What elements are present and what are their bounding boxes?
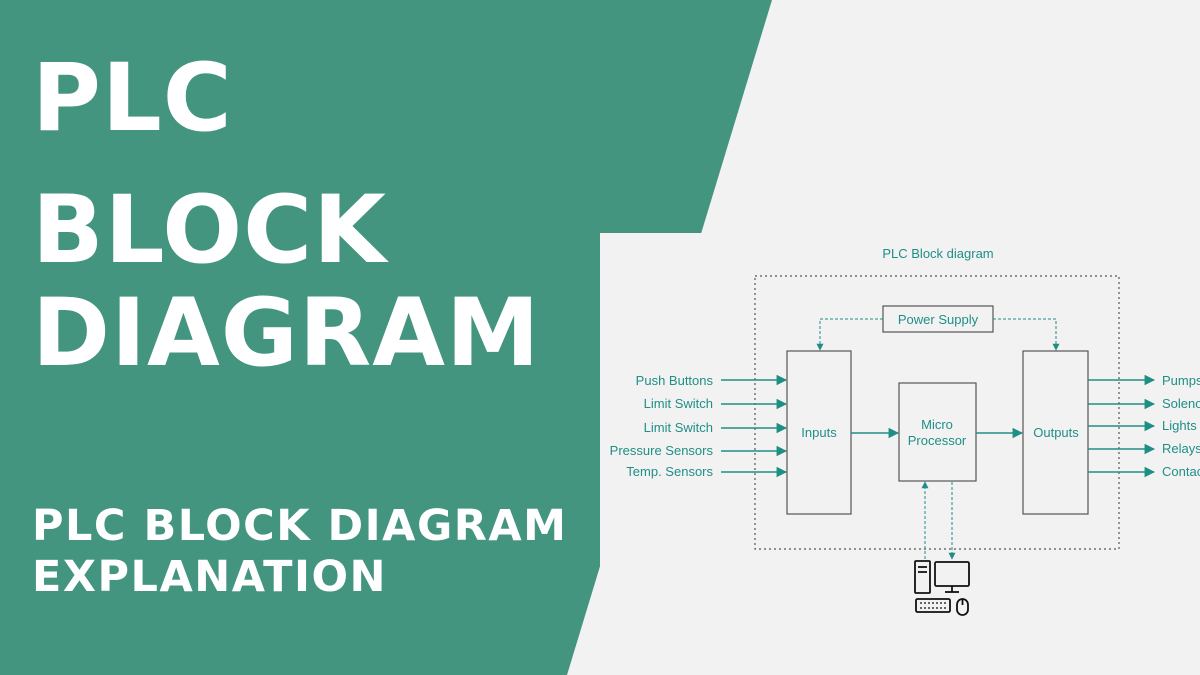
input-device-label: Limit Switch [644,396,713,411]
outputs-block [1022,350,1089,515]
processor-label-line-1: Micro [921,417,953,432]
output-device-label: Relays [1162,441,1200,456]
headline-line-2: BLOCK [32,176,387,285]
outputs-label: Outputs [1033,425,1079,440]
output-device-label: Lights [1162,418,1197,433]
processor-label-line-2: Processor [908,433,967,448]
output-device-label: Solenoids [1162,396,1200,411]
output-devices: Pumps Solenoids Lights Relays Contactors [1088,373,1200,479]
inputs-label: Inputs [801,425,837,440]
diagram-panel: PLC Block diagram Power Supply Inputs Mi… [600,233,1200,675]
diagram-title: PLC Block diagram [882,246,993,261]
headline-line-3: DIAGRAM [32,279,541,388]
input-device-label: Push Buttons [636,373,714,388]
plc-block-diagram: PLC Block diagram Power Supply Inputs Mi… [610,246,1200,616]
microprocessor-block [898,382,977,482]
power-supply-label: Power Supply [898,312,979,327]
subtitle-line-1: PLC BLOCK DIAGRAM [32,501,568,551]
power-to-inputs-line [816,318,883,351]
power-to-outputs-line [993,318,1060,351]
headline-line-1: PLC [32,44,233,153]
input-device-label: Pressure Sensors [610,443,714,458]
input-devices: Push Buttons Limit Switch Limit Switch P… [610,373,788,479]
plc-boundary [754,275,1120,550]
output-device-label: Contactors [1162,464,1200,479]
subtitle-line-2: EXPLANATION [32,552,388,602]
input-device-label: Temp. Sensors [626,464,713,479]
output-device-label: Pumps [1162,373,1200,388]
input-device-label: Limit Switch [644,420,713,435]
computer-icon [914,560,970,616]
teal-panel [0,0,772,675]
